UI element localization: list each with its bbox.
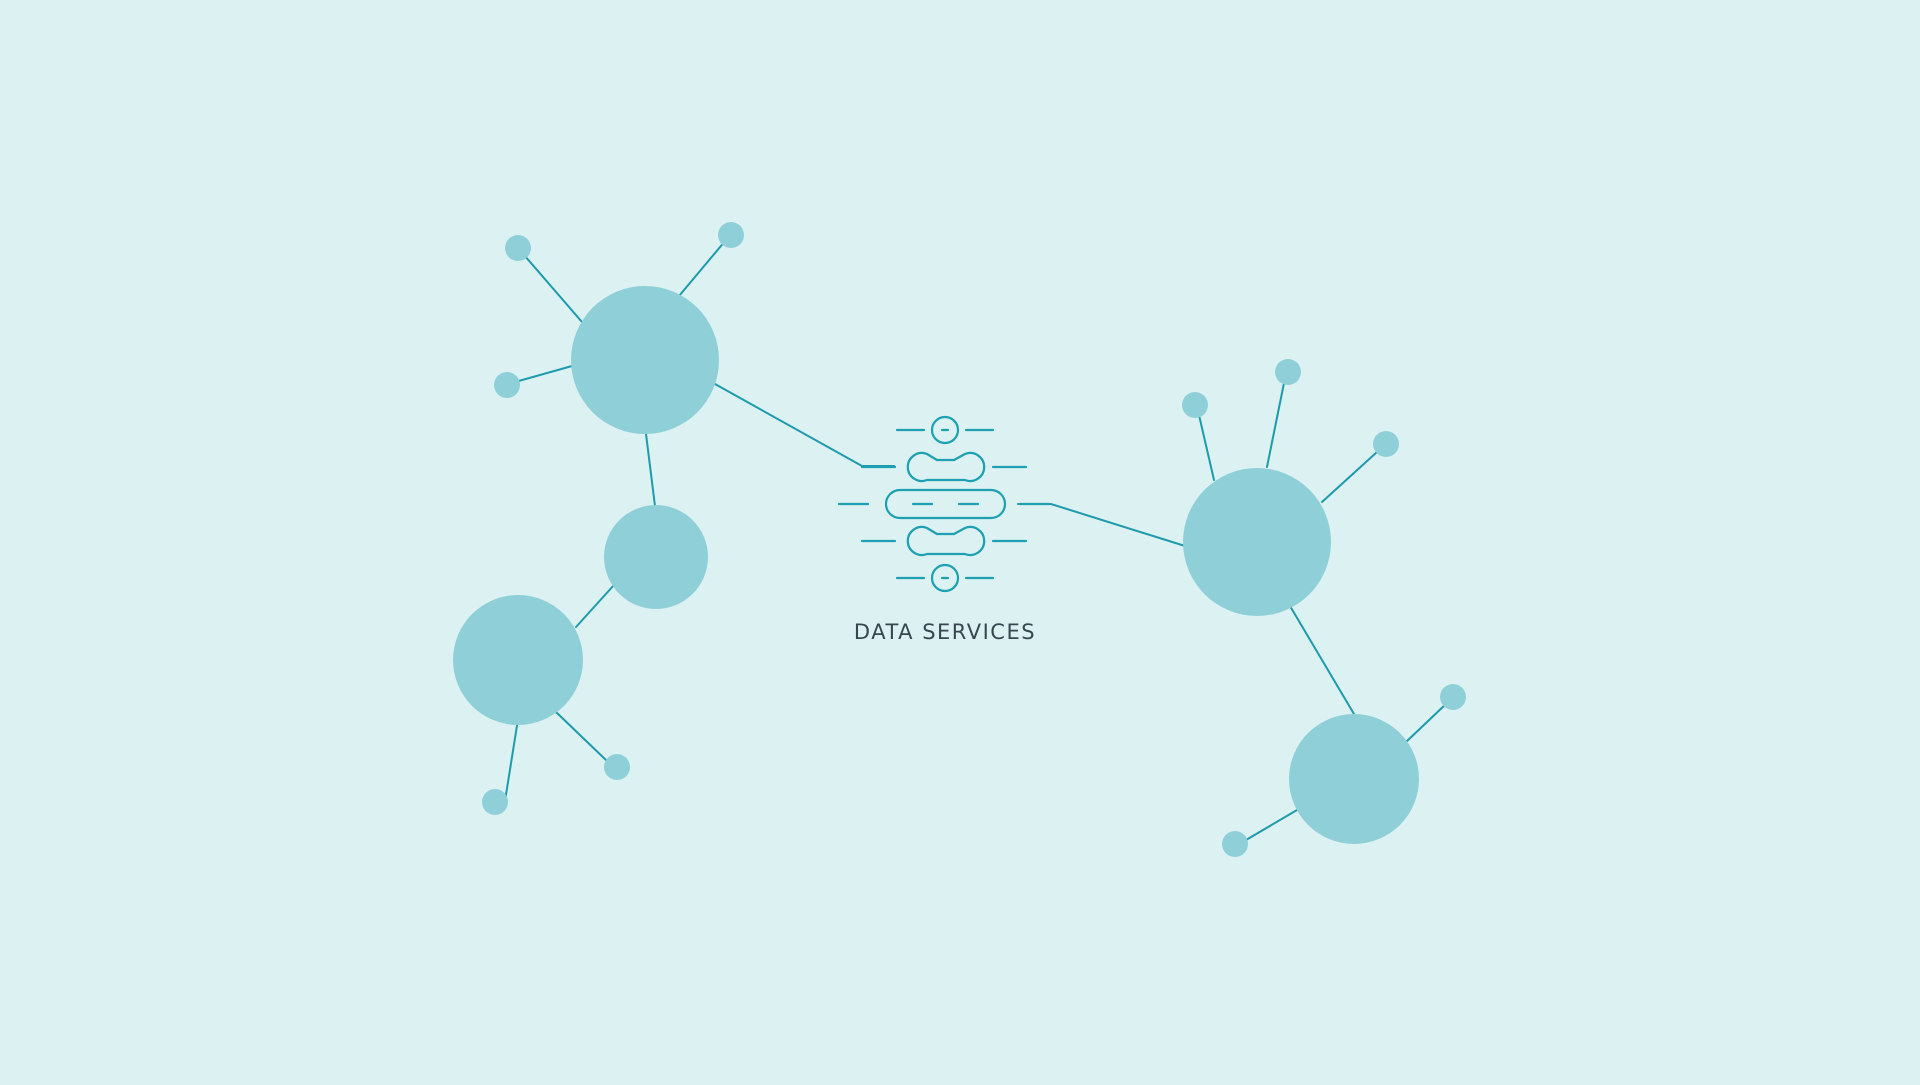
edge-rc-main-to-leaf-3 <box>1321 451 1378 503</box>
node-lc-leaf-2 <box>718 222 744 248</box>
edge-rc-lower-to-leaf-1 <box>1405 702 1448 743</box>
node-rc-leaf-1 <box>1182 392 1208 418</box>
node-rc-lower <box>1289 714 1419 844</box>
edge-rc-main-to-leaf-2 <box>1266 382 1285 468</box>
edge-rc-main-to-lower <box>1289 605 1355 715</box>
edge-lc-main-to-hub <box>714 383 895 467</box>
node-lc-leaf-5 <box>604 754 630 780</box>
node-rc-main <box>1183 468 1331 616</box>
nodes <box>453 222 1466 857</box>
node-lc-lower <box>453 595 583 725</box>
edge-lc-main-to-mid <box>645 433 656 507</box>
edge-lc-main-to-leaf-1 <box>517 247 583 323</box>
hub-label: DATA SERVICES <box>853 620 1037 644</box>
edge-rc-lower-to-leaf-2 <box>1245 809 1298 841</box>
node-lc-mid <box>604 505 708 609</box>
edge-lc-lower-to-leaf-2 <box>555 711 608 762</box>
node-lc-leaf-4 <box>482 789 508 815</box>
node-rc-leaf-5 <box>1222 831 1248 857</box>
node-lc-leaf-1 <box>505 235 531 261</box>
node-lc-leaf-3 <box>494 372 520 398</box>
node-rc-leaf-3 <box>1373 431 1399 457</box>
node-rc-leaf-4 <box>1440 684 1466 710</box>
edge-hub-to-rc-main <box>1017 503 1186 547</box>
node-rc-leaf-2 <box>1275 359 1301 385</box>
edge-rc-main-to-leaf-1 <box>1198 414 1215 481</box>
edge-lc-lower-to-leaf-1 <box>504 712 520 802</box>
node-lc-main <box>571 286 719 434</box>
data-pipeline-icon <box>837 415 1051 593</box>
edge-lc-mid-to-lower <box>575 584 615 628</box>
